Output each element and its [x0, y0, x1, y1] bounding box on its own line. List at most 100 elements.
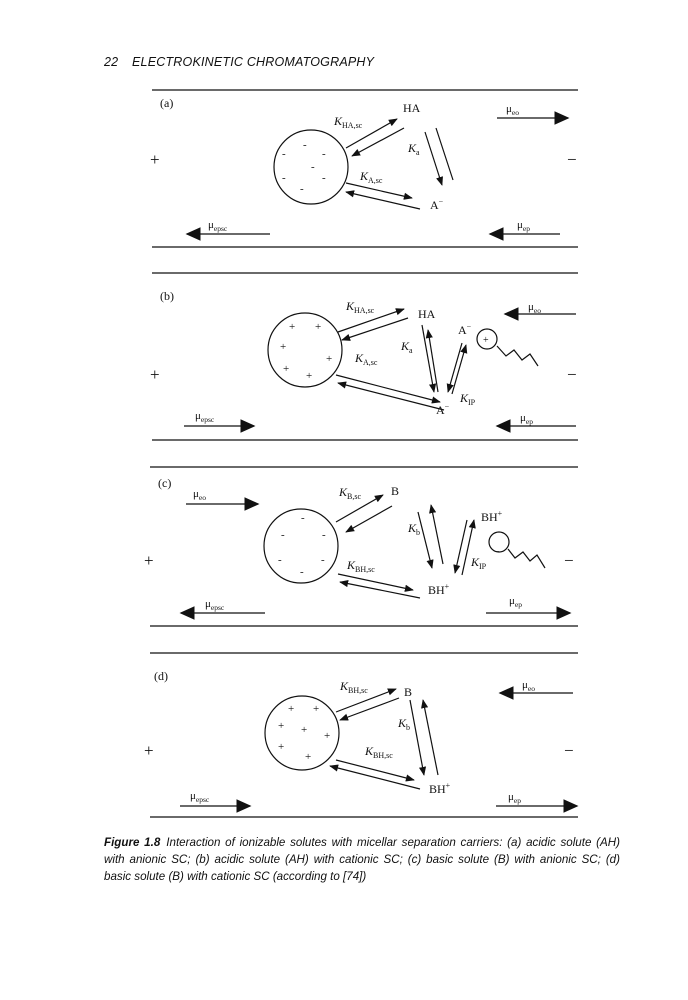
svg-text:+: +	[324, 730, 330, 742]
panel-label: (c)	[158, 476, 171, 490]
species-top: HA	[418, 307, 436, 321]
k-ip: KIP	[470, 555, 487, 571]
k-partition-ion: KBH,sc	[364, 744, 393, 760]
k-eq: Ka	[400, 339, 413, 355]
svg-text:+: +	[301, 724, 307, 736]
svg-text:-: -	[311, 161, 315, 173]
panel-b	[152, 272, 578, 441]
k-partition-ion: KA,sc	[359, 169, 383, 185]
k-partition-neutral: KBH,sc	[339, 679, 368, 695]
svg-text:+: +	[283, 363, 289, 375]
mu-eo-label: μeo	[528, 301, 541, 315]
species-bottom: A−	[436, 402, 450, 417]
svg-text:-: -	[301, 512, 305, 524]
k-partition-ion: KBH,sc	[346, 558, 375, 574]
page-header: 22 ELECTROKINETIC CHROMATOGRAPHY	[104, 55, 374, 69]
panel-label: (b)	[160, 289, 174, 303]
cathode-sign: −	[567, 365, 577, 384]
mu-eo-label: μeo	[193, 488, 206, 502]
micelle-b	[267, 312, 343, 388]
species-ion-pair: BH+	[481, 509, 503, 524]
svg-text:-: -	[322, 172, 326, 184]
cathode-sign: −	[564, 741, 574, 760]
k-eq: Kb	[397, 716, 410, 732]
k-partition-neutral: KHA,sc	[333, 114, 363, 130]
micelle-charges: - - - - - - -	[282, 139, 326, 195]
svg-text:+: +	[278, 720, 284, 732]
k-eq: Kb	[407, 521, 420, 537]
micelle-charges: + + + + + + +	[278, 703, 330, 763]
k-partition-ion: KA,sc	[354, 351, 378, 367]
panel-label: (a)	[160, 96, 173, 110]
surfactant-head	[488, 531, 510, 553]
panel-a-text: (a) + − KHA,sc KA,sc Ka HA A− μeo μepsc …	[150, 96, 577, 233]
caption-text: Interaction of ionizable solutes with mi…	[104, 836, 620, 883]
anode-sign: +	[150, 150, 160, 169]
species-ion-pair: A−	[458, 322, 472, 337]
panel-b-text: (b) + − KHA,sc KA,sc Ka KIP HA A− A− + μ…	[150, 289, 577, 426]
k-partition-neutral: KHA,sc	[345, 299, 375, 315]
k-ip: KIP	[459, 391, 476, 407]
anode-sign: +	[144, 741, 154, 760]
micelle-d	[264, 695, 340, 771]
svg-text:-: -	[300, 183, 304, 195]
micelle-a	[273, 129, 349, 205]
svg-text:-: -	[278, 554, 282, 566]
svg-text:+: +	[280, 341, 286, 353]
mu-ep-label: μep	[517, 219, 530, 233]
micelle-c	[263, 508, 339, 584]
mu-eo-label: μeo	[506, 103, 519, 117]
svg-text:+: +	[305, 751, 311, 763]
k-partition-neutral: KB,sc	[338, 485, 361, 501]
svg-text:-: -	[281, 529, 285, 541]
species-top: B	[404, 685, 412, 699]
svg-text:-: -	[282, 148, 286, 160]
svg-text:+: +	[278, 741, 284, 753]
svg-text:-: -	[321, 554, 325, 566]
mu-ep-label: μep	[508, 791, 521, 805]
surfactant-tail	[496, 345, 539, 367]
surfactant-tail	[507, 548, 546, 569]
panel-c	[150, 466, 578, 627]
mu-epsc-label: μepsc	[195, 410, 215, 424]
panel-label: (d)	[154, 669, 168, 683]
surfactant-charge: -	[496, 546, 499, 557]
svg-text:-: -	[300, 566, 304, 578]
svg-text:-: -	[303, 139, 307, 151]
mu-epsc-label: μepsc	[205, 598, 225, 612]
panel-a	[152, 89, 578, 248]
panel-d	[150, 652, 579, 818]
mu-ep-label: μep	[509, 595, 522, 609]
species-bottom: BH+	[429, 781, 451, 796]
svg-text:-: -	[322, 148, 326, 160]
micelle-charges: - - - - - -	[278, 512, 326, 578]
svg-text:+: +	[289, 321, 295, 333]
running-title: ELECTROKINETIC CHROMATOGRAPHY	[132, 55, 375, 69]
figure-label: Figure 1.8	[104, 836, 161, 849]
mu-eo-label: μeo	[522, 679, 535, 693]
svg-text:-: -	[322, 529, 326, 541]
species-top: B	[391, 484, 399, 498]
mu-epsc-label: μepsc	[190, 790, 210, 804]
svg-text:+: +	[306, 370, 312, 382]
svg-text:+: +	[315, 321, 321, 333]
mu-epsc-label: μepsc	[208, 219, 228, 233]
cathode-sign: −	[564, 551, 574, 570]
panel-c-text: (c) + − KB,sc KBH,sc Kb KIP B BH+ BH+ - …	[144, 476, 574, 612]
surfactant-head	[476, 328, 498, 350]
anode-sign: +	[144, 551, 154, 570]
species-bottom: A−	[430, 197, 444, 212]
page-number: 22	[104, 55, 119, 69]
cathode-sign: −	[567, 150, 577, 169]
mu-ep-label: μep	[520, 412, 533, 426]
svg-text:+: +	[326, 353, 332, 365]
svg-text:-: -	[282, 172, 286, 184]
surfactant-charge: +	[483, 335, 489, 346]
anode-sign: +	[150, 365, 160, 384]
panel-d-text: (d) + − KBH,sc KBH,sc Kb B BH+ μeo μepsc…	[144, 669, 574, 805]
micelle-charges: + + + + + +	[280, 321, 332, 382]
svg-text:+: +	[288, 703, 294, 715]
species-bottom: BH+	[428, 582, 450, 597]
